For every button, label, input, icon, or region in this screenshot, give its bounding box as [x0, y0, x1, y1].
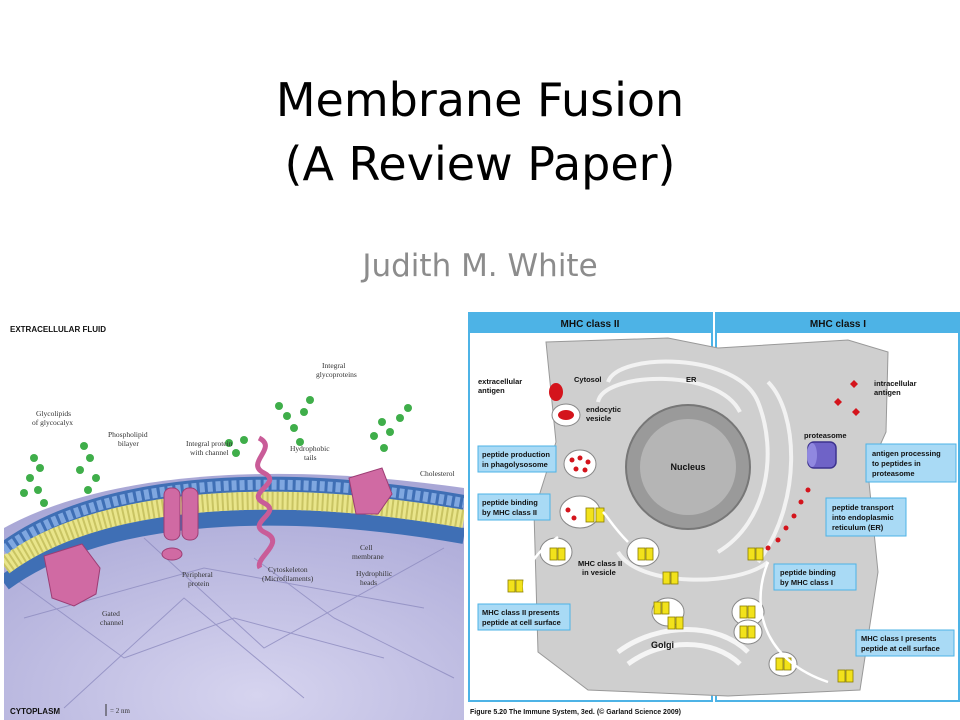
box-text-production-1: peptide production — [482, 450, 550, 459]
label-integral-glyco-1: Integral — [322, 361, 345, 370]
integral-channel-protein-a — [163, 487, 181, 541]
label-endocytic-1: endocytic — [586, 405, 621, 414]
box-antigen-processing — [865, 443, 957, 483]
box-text-transport-1: peptide transport — [832, 503, 894, 512]
box-peptide-production — [477, 445, 557, 473]
box-peptide-binding-i — [773, 563, 857, 591]
label-glycolipids-1: Glycolipids — [36, 409, 71, 418]
box-text-processing-1: antigen processing — [872, 449, 941, 458]
glycolipid-chains — [20, 396, 412, 507]
title-line-1: Membrane Fusion — [275, 73, 685, 127]
info-boxes — [477, 443, 957, 657]
label-phospholipid-1: Phospholipid — [108, 430, 148, 439]
label-proteasome: proteasome — [804, 431, 847, 440]
box-text-binding-i-2: by MHC class I — [780, 578, 833, 587]
label-extracellular-antigen-2: antigen — [478, 386, 505, 395]
golgi-stack — [616, 627, 750, 667]
mhc-pathway-figure: MHC class II MHC class I Nucleus Golgi — [468, 312, 960, 720]
label-extracellular: EXTRACELLULAR FLUID — [10, 325, 106, 334]
box-text-i-presents-1: MHC class I presents — [861, 634, 936, 643]
box-text-ii-presents-1: MHC class II presents — [482, 608, 560, 617]
membrane-proteins — [43, 467, 393, 607]
label-endocytic-2: vesicle — [586, 414, 611, 423]
label-hydrophilic-2: heads — [360, 578, 377, 587]
box-mhc-i-presents — [855, 629, 955, 657]
integral-channel-protein-b — [181, 487, 199, 541]
proteasome-cap — [807, 443, 817, 467]
label-extracellular-antigen-1: extracellular — [478, 377, 522, 386]
box-text-production-2: in phagolysosome — [482, 460, 548, 469]
cell-membrane-figure: EXTRACELLULAR FLUID Glycolipids of glyco… — [4, 318, 464, 720]
antigens — [549, 380, 860, 555]
mhc-labels: extracellular antigen Cytosol ER endocyt… — [478, 375, 941, 653]
label-mhc-ii-vesicle-1: MHC class II — [578, 559, 622, 568]
box-text-binding-ii-2: by MHC class II — [482, 508, 537, 517]
label-integral-glyco-2: glycoproteins — [316, 370, 357, 379]
label-cytoskeleton-1: Cytoskeleton — [268, 565, 308, 574]
label-glycolipids-2: of glycocalyx — [32, 418, 73, 427]
figure-caption: Figure 5.20 The Immune System, 3ed. (© G… — [470, 708, 681, 716]
label-er: ER — [686, 375, 697, 384]
label-peripheral-2: protein — [188, 579, 209, 588]
header-class-ii-bar — [469, 313, 712, 333]
label-hydrophilic-1: Hydrophilic — [356, 569, 393, 578]
header-class-ii: MHC class II — [561, 319, 620, 330]
box-text-transport-2: into endoplasmic — [832, 513, 894, 522]
label-integral-channel-2: with channel — [190, 448, 229, 457]
label-scale: = 2 nm — [110, 707, 130, 715]
label-cholesterol: Cholesterol — [420, 469, 455, 478]
box-text-ii-presents-2: peptide at cell surface — [482, 618, 561, 627]
label-integral-channel-1: Integral protein — [186, 439, 233, 448]
box-text-transport-3: reticulum (ER) — [832, 523, 884, 532]
label-cytosol: Cytosol — [574, 375, 602, 384]
label-intracellular-1: intracellular — [874, 379, 917, 388]
cytoskeleton-fibers — [13, 537, 455, 709]
phagolysosome — [563, 449, 597, 479]
title-line-2: (A Review Paper) — [284, 137, 676, 191]
box-text-binding-i-1: peptide binding — [780, 568, 836, 577]
header-class-i: MHC class I — [810, 319, 866, 330]
label-gated-2: channel — [100, 618, 123, 627]
label-cytoplasm: CYTOPLASM — [10, 707, 60, 716]
helical-glycoprotein — [255, 435, 276, 570]
box-text-binding-ii-1: peptide binding — [482, 498, 538, 507]
label-hydrophobic-1: Hydrophobic — [290, 444, 330, 453]
peripheral-protein — [161, 547, 183, 561]
label-gated-1: Gated — [102, 609, 120, 618]
label-peripheral-1: Peripheral — [182, 570, 213, 579]
box-text-i-presents-2: peptide at cell surface — [861, 644, 940, 653]
label-cytoskeleton-2: (Microfilaments) — [262, 574, 314, 583]
nucleus-inner — [640, 419, 736, 515]
pathway-arrows — [523, 511, 829, 684]
label-phospholipid-2: bilayer — [118, 439, 139, 448]
box-text-processing-2: to peptides in — [872, 459, 921, 468]
gated-channel-protein — [43, 543, 101, 607]
box-mhc-ii-presents — [477, 603, 571, 631]
label-cell-membrane-1: Cell — [360, 543, 373, 552]
integral-glycoprotein — [348, 467, 393, 515]
label-hydrophobic-2: tails — [304, 453, 317, 462]
label-golgi: Golgi — [651, 640, 674, 650]
label-nucleus: Nucleus — [670, 462, 705, 472]
box-peptide-transport — [825, 497, 907, 537]
box-text-processing-3: proteasome — [872, 469, 915, 478]
er-membranes — [596, 359, 794, 582]
box-peptide-binding-ii — [477, 493, 551, 521]
slide-title: Membrane Fusion (A Review Paper) — [0, 68, 960, 196]
slide-author: Judith M. White — [362, 248, 598, 284]
label-intracellular-2: antigen — [874, 388, 901, 397]
label-mhc-ii-vesicle-2: in vesicle — [582, 568, 616, 577]
header-class-i-bar — [716, 313, 959, 333]
label-cell-membrane-2: membrane — [352, 552, 384, 561]
mhc-molecules — [507, 507, 854, 683]
